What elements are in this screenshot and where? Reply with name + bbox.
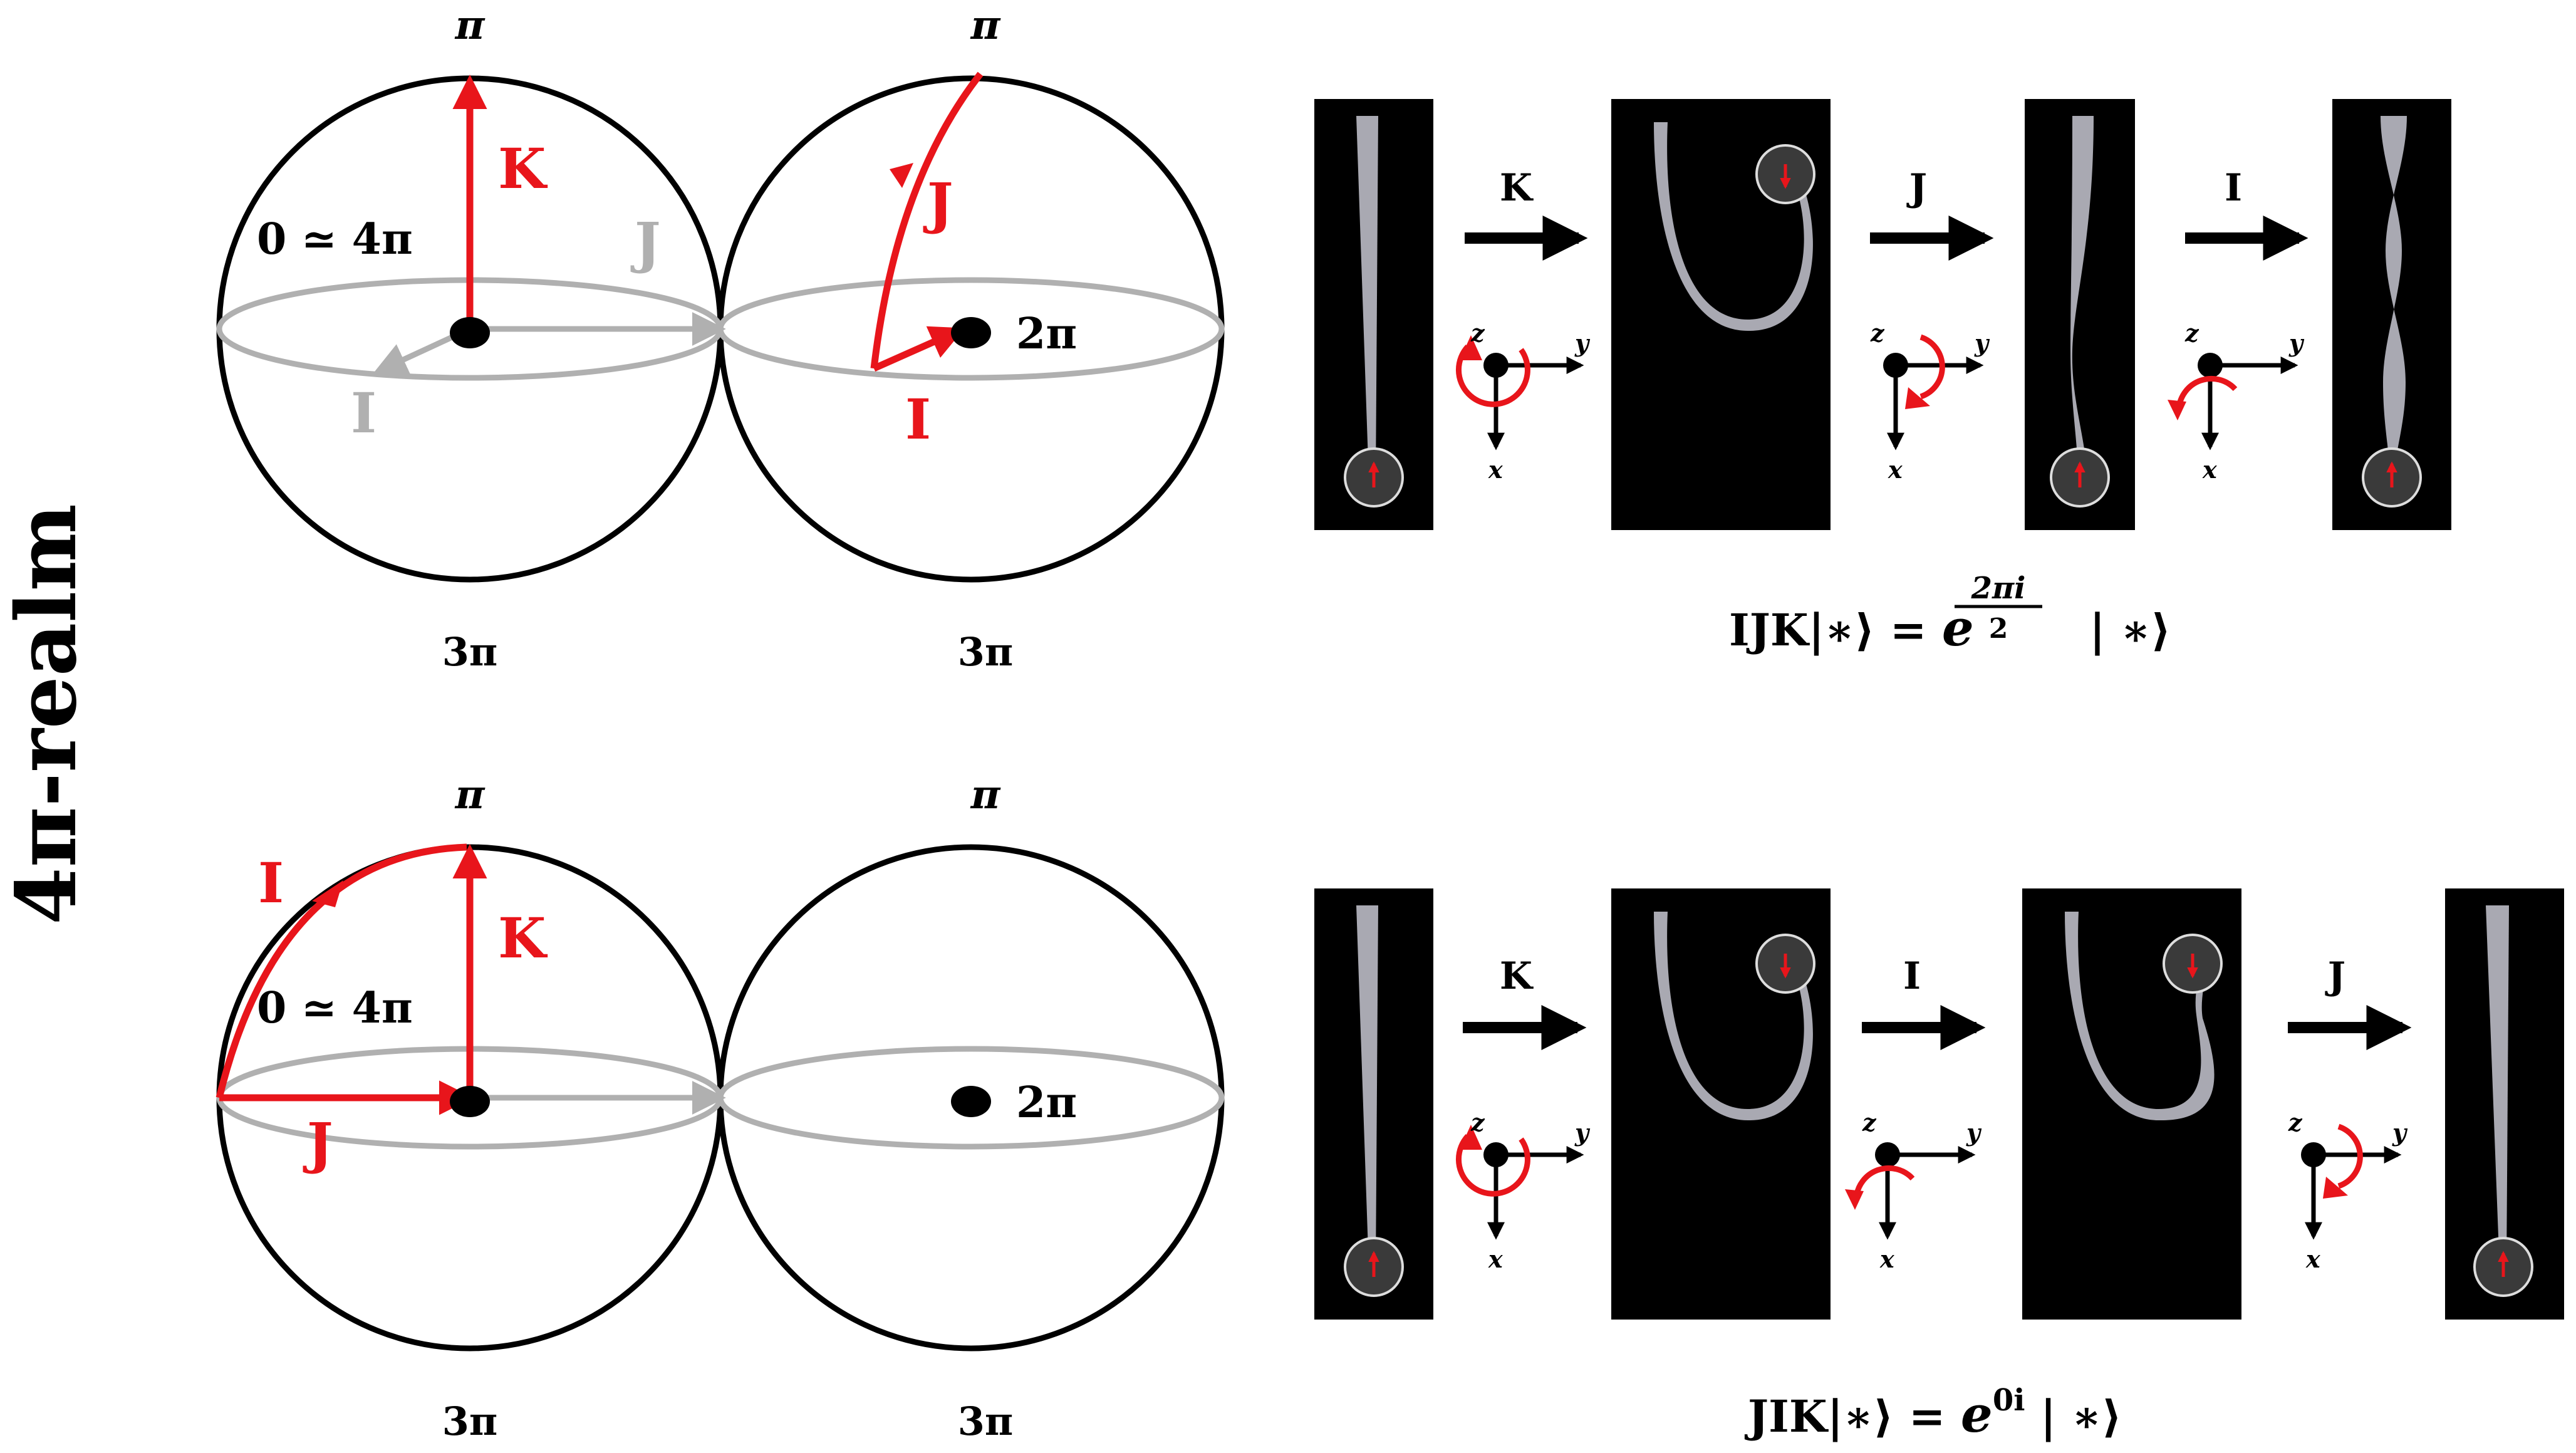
row-1-sequence: K z y x J z y — [1314, 99, 2451, 657]
svg-text:x: x — [1888, 456, 1903, 484]
equation-row-1: IJK|∗⟩ = e | ∗⟩ — [1729, 598, 2171, 657]
label-k: K — [498, 136, 548, 201]
origin-label: 0 ≃ 4π — [257, 983, 413, 1033]
row-2-sequence: K z y x I z y — [1314, 888, 2564, 1444]
svg-text:y: y — [2392, 1118, 2408, 1147]
side-label: 4π-realm — [0, 504, 95, 925]
ribbon-panel — [1314, 99, 1433, 530]
ribbon-panel — [2022, 888, 2241, 1320]
axis-triad: z y x — [1455, 1108, 1591, 1273]
transition-j: J z y x — [2288, 954, 2412, 1273]
equation-row-2: JIK|∗⟩ = e0i | ∗⟩ — [1744, 1383, 2122, 1444]
red-arrow-i — [872, 326, 965, 372]
label-k: K — [498, 905, 548, 971]
svg-text:2: 2 — [1989, 613, 2008, 645]
right-top-label: π — [970, 771, 1001, 818]
svg-text:y: y — [1974, 329, 1990, 357]
label-j-red: J — [923, 170, 953, 236]
row-2-spheres: π π 3π 3π 0 ≃ 4π 2π K I J — [216, 771, 1225, 1444]
red-arc-j — [870, 71, 984, 369]
ribbon-panel — [2332, 99, 2451, 530]
left-top-label: π — [455, 771, 486, 818]
equation-row-1-exponent: 2πi 2 — [1955, 571, 2042, 645]
right-top-label: π — [970, 2, 1001, 49]
ribbon-panel — [1611, 99, 1831, 530]
transition-label: J — [1906, 166, 1927, 210]
ribbon-panel — [2445, 888, 2564, 1320]
svg-text:y: y — [1574, 1118, 1591, 1147]
svg-text:y: y — [1966, 1118, 1982, 1147]
transition-j: J z y x — [1870, 166, 1994, 484]
right-center-dot — [951, 317, 991, 348]
transition-i: I z y x — [1845, 954, 1986, 1273]
ribbon-panel — [2025, 99, 2135, 530]
svg-text:z: z — [1470, 319, 1485, 347]
svg-text:z: z — [2184, 319, 2199, 347]
transition-k: K z y x — [1455, 954, 1591, 1273]
transition-k: K z y x — [1455, 166, 1591, 484]
svg-text:z: z — [1870, 319, 1885, 347]
left-top-label: π — [455, 2, 486, 49]
svg-text:x: x — [2305, 1245, 2321, 1273]
transition-label: K — [1500, 954, 1534, 998]
svg-text:z: z — [1862, 1108, 1877, 1137]
transition-label: J — [2325, 954, 2345, 998]
svg-text:z: z — [2288, 1108, 2303, 1137]
ribbon-panel — [1611, 888, 1831, 1320]
right-center-dot — [951, 1086, 991, 1117]
label-i-red: I — [258, 850, 284, 915]
left-center-dot — [450, 317, 490, 348]
svg-text:z: z — [1470, 1108, 1485, 1137]
label-i-red: I — [905, 387, 931, 452]
left-center-dot — [450, 1086, 490, 1117]
transition-i: I z y x — [2168, 166, 2309, 484]
left-bottom-label: 3π — [442, 629, 498, 675]
row-1-spheres: π π 3π 3π 0 ≃ 4π 2π K J I J I — [216, 2, 1225, 675]
svg-text:2πi: 2πi — [1971, 571, 2026, 606]
svg-text:x: x — [1488, 1245, 1504, 1273]
center-right-label: 2π — [1016, 1078, 1077, 1128]
ribbon-panel — [1314, 888, 1433, 1320]
svg-text:y: y — [2288, 329, 2305, 357]
svg-text:x: x — [1879, 1245, 1895, 1273]
transition-label: I — [2225, 166, 2242, 210]
origin-label: 0 ≃ 4π — [257, 214, 413, 264]
right-bottom-label: 3π — [958, 1398, 1014, 1444]
axis-triad: z y x — [1455, 319, 1591, 484]
transition-label: I — [1903, 954, 1921, 998]
label-j-red: J — [303, 1110, 333, 1175]
axis-triad: z y x — [2288, 1108, 2408, 1273]
center-right-label: 2π — [1016, 309, 1077, 359]
label-j-gray: J — [630, 210, 661, 275]
svg-text:x: x — [2202, 456, 2218, 484]
svg-text:y: y — [1574, 329, 1591, 357]
label-i-gray: I — [351, 380, 377, 445]
transition-label: K — [1500, 166, 1534, 210]
axis-triad: z y x — [2168, 319, 2305, 484]
axis-triad: z y x — [1845, 1108, 1982, 1273]
red-arc-j-head — [890, 163, 913, 188]
red-arc-i — [216, 843, 467, 1099]
svg-text:x: x — [1488, 456, 1504, 484]
red-arc-i-head — [312, 880, 343, 907]
left-bottom-label: 3π — [442, 1398, 498, 1444]
right-bottom-label: 3π — [958, 629, 1014, 675]
axis-triad: z y x — [1870, 319, 1990, 484]
